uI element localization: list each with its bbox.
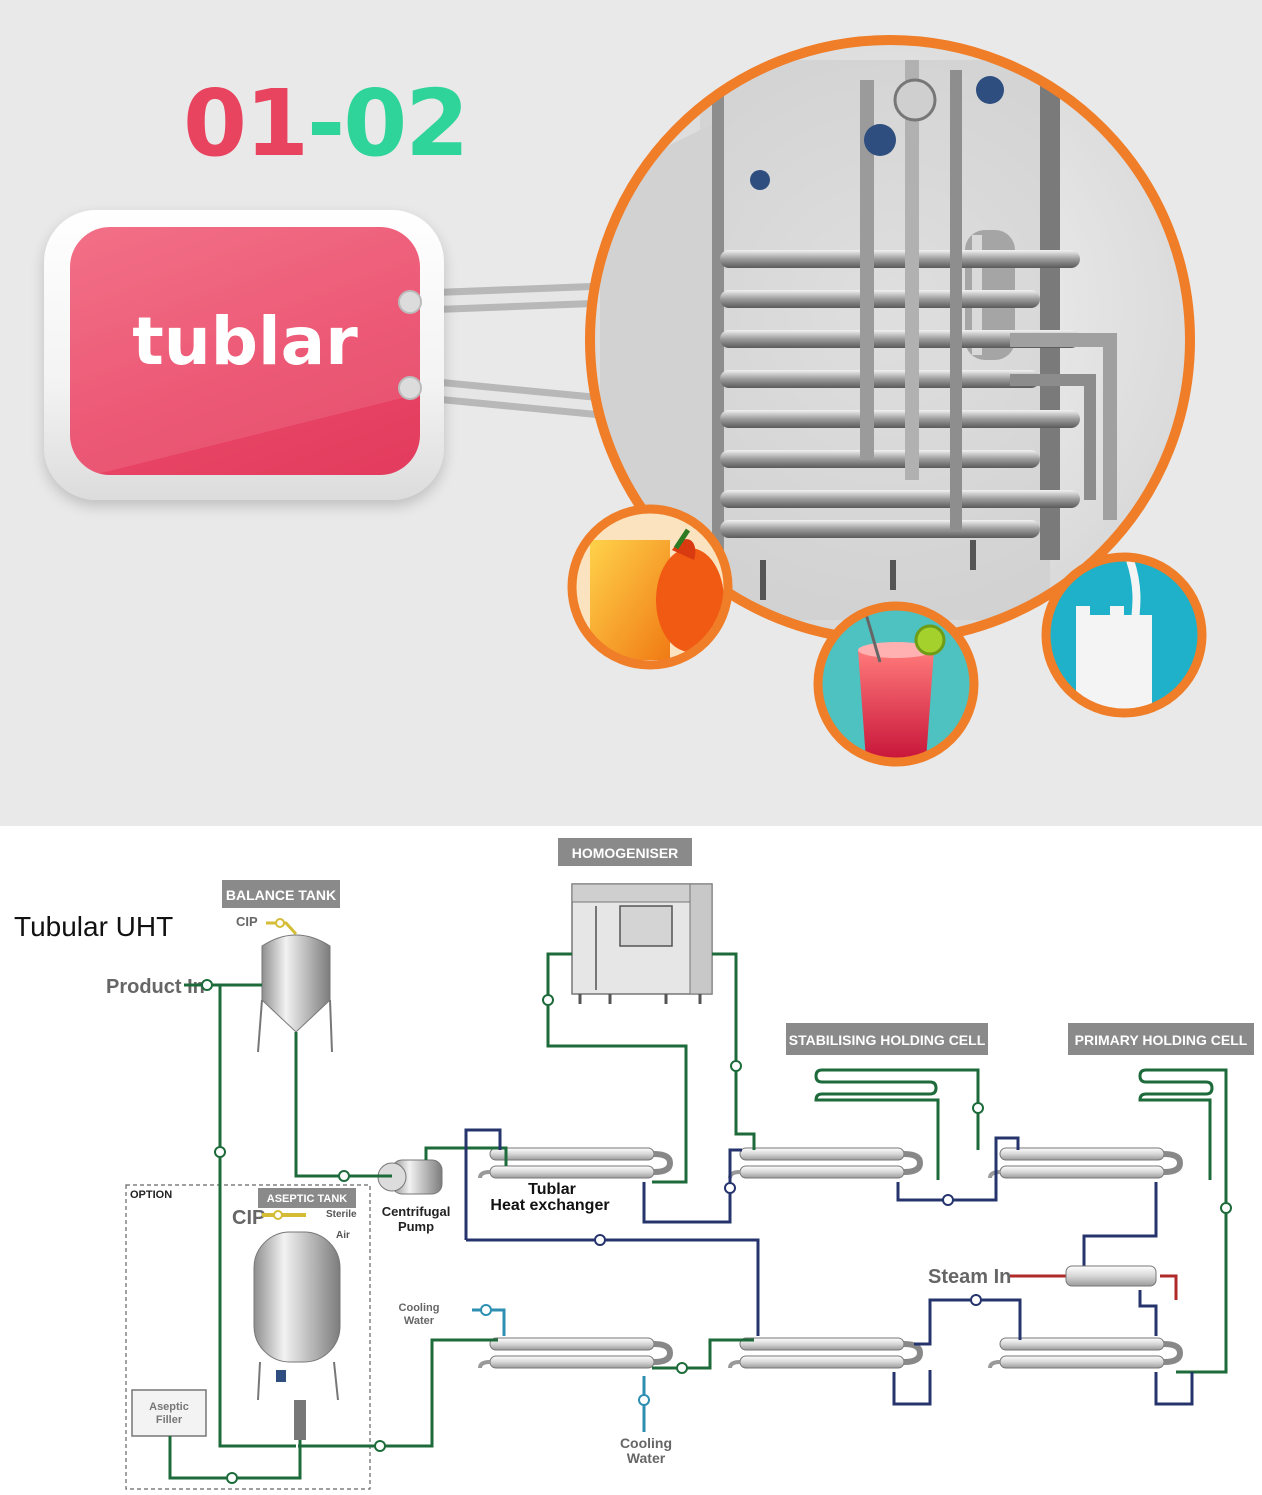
centrifugal-pump-line2: Pump (398, 1219, 434, 1234)
primary-holding-cell-label-box: PRIMARY HOLDING CELL (1068, 1023, 1254, 1055)
aseptic-filler-line2: Filler (156, 1414, 183, 1426)
tag-label: tublar (132, 303, 358, 380)
homogeniser-machine (571, 883, 713, 1004)
sterile-label: Sterile (326, 1209, 357, 1220)
homogeniser-label: HOMOGENISER (572, 845, 679, 861)
balance-tank (257, 934, 333, 1053)
cooling-water-bottom-line2: Water (627, 1450, 666, 1466)
machine-photo (585, 35, 1195, 645)
cooling-water-small-line1: Cooling (399, 1302, 440, 1314)
aseptic-tank-label: ASEPTIC TANK (267, 1193, 348, 1205)
steam-injector (1065, 1265, 1157, 1287)
heat-exchanger-unit (988, 1337, 1184, 1369)
air-label: Air (336, 1230, 350, 1241)
code-part2: 02 (343, 70, 469, 177)
connector-tubes (398, 282, 630, 420)
heat-exchangers (478, 1147, 1184, 1369)
tag-connectors (398, 290, 422, 400)
tublar-hx-line1: Tublar (528, 1181, 576, 1198)
aseptic-filler-line1: Aseptic (149, 1401, 189, 1413)
cooling-water-small-line2: Water (404, 1315, 435, 1327)
machine-tube (720, 250, 1080, 268)
red-drink-photo (813, 601, 979, 767)
primary-holding-cell-label: PRIMARY HOLDING CELL (1075, 1032, 1248, 1048)
heat-exchanger-unit (728, 1337, 924, 1369)
heat-exchanger-unit (478, 1147, 674, 1179)
tubular-uht-diagram: Tubular UHT Product In BALANCE TANK HOMO… (14, 838, 1254, 1490)
stabilising-holding-cell-label-box: STABILISING HOLDING CELL (786, 1023, 988, 1055)
machine-tube (720, 490, 1080, 508)
code-separator: - (307, 70, 345, 177)
code-part1: 01 (183, 70, 309, 177)
option-label: OPTION (130, 1189, 172, 1201)
tublar-hx-line2: Heat exchanger (490, 1197, 609, 1214)
heat-exchanger-unit (478, 1337, 674, 1369)
machine-tube (720, 410, 1080, 428)
option-box (125, 1184, 371, 1490)
cip-large-label: CIP (232, 1207, 265, 1229)
cooling-water-bottom-line1: Cooling (620, 1435, 672, 1451)
service-lines (464, 1128, 1194, 1406)
stabilising-holding-cell-label: STABILISING HOLDING CELL (789, 1032, 986, 1048)
flow-arrows (201, 918, 1232, 1484)
primary-holding-cell-coil (1138, 1068, 1228, 1180)
balance-tank-label: BALANCE TANK (226, 887, 336, 903)
centrifugal-pump-line1: Centrifugal (382, 1204, 451, 1219)
stabilising-holding-cell-coil (814, 1068, 980, 1180)
hero-graphics (398, 35, 1207, 767)
cip-small-label: CIP (236, 914, 258, 929)
diagram-title: Tubular UHT (14, 911, 173, 942)
balance-tank-label-box: BALANCE TANK (222, 880, 340, 908)
steam-in-label: Steam In (928, 1266, 1011, 1288)
heat-exchanger-unit (988, 1147, 1184, 1179)
heat-exchanger-unit (728, 1147, 924, 1179)
aseptic-tank-label-box: ASEPTIC TANK (258, 1188, 356, 1208)
homogeniser-label-box: HOMOGENISER (558, 838, 692, 866)
hero-section: 01-02 tublar (0, 0, 1262, 826)
aseptic-tank (253, 1231, 341, 1440)
machine-tube (720, 330, 1080, 348)
aseptic-filler: Aseptic Filler (131, 1389, 207, 1437)
orange-juice-photo (567, 504, 733, 670)
tag-badge: tublar (70, 227, 420, 475)
product-in-label: Product In (106, 976, 205, 998)
milk-photo (1041, 552, 1207, 718)
section-code: 01-02 (183, 78, 469, 170)
